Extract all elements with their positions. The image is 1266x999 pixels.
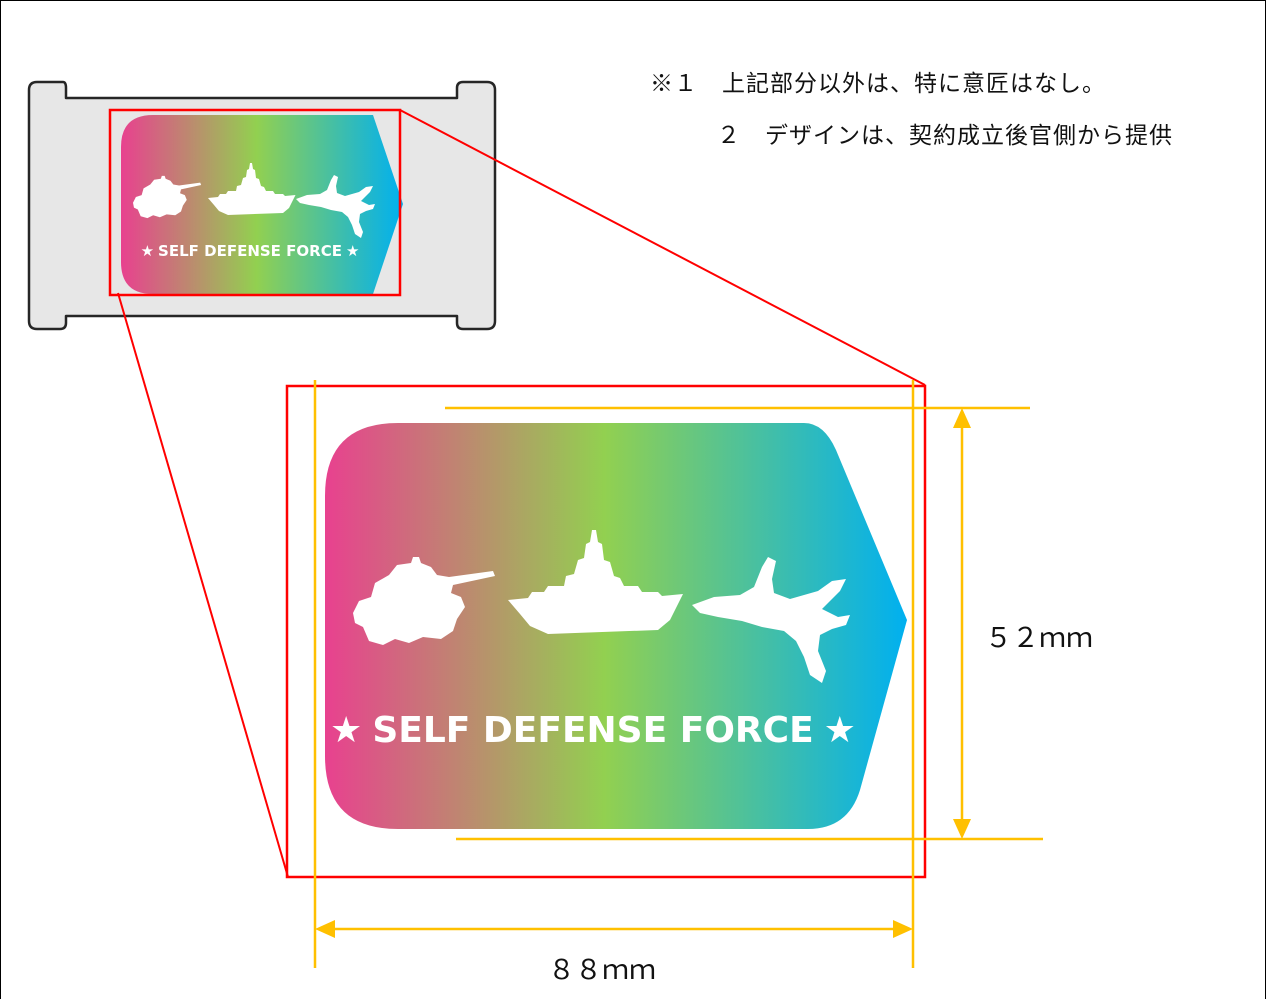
zoom-line-top — [399, 109, 926, 386]
large-highlight-box — [285, 384, 927, 879]
large-card: ★SELF DEFENSE FORCE★ — [325, 423, 907, 829]
note-line-2: ２ デザインは、契約成立後官側から提供 — [717, 123, 1173, 149]
small-card-label: ★SELF DEFENSE FORCE★ — [141, 242, 360, 260]
small-card: ★SELF DEFENSE FORCE★ — [121, 115, 403, 294]
dimension-lines — [313, 380, 1043, 968]
small-highlight-box — [108, 108, 402, 297]
dimension-arrows — [315, 408, 971, 938]
height-dimension-label: ５２ｍｍ — [985, 623, 1093, 654]
large-card-label: ★SELF DEFENSE FORCE★ — [330, 710, 856, 751]
width-dimension-label: ８８ｍｍ — [548, 955, 656, 986]
note-line-1: ※１ 上記部分以外は、特に意匠はなし。 — [650, 71, 1106, 97]
zoom-line-bottom — [117, 292, 289, 878]
